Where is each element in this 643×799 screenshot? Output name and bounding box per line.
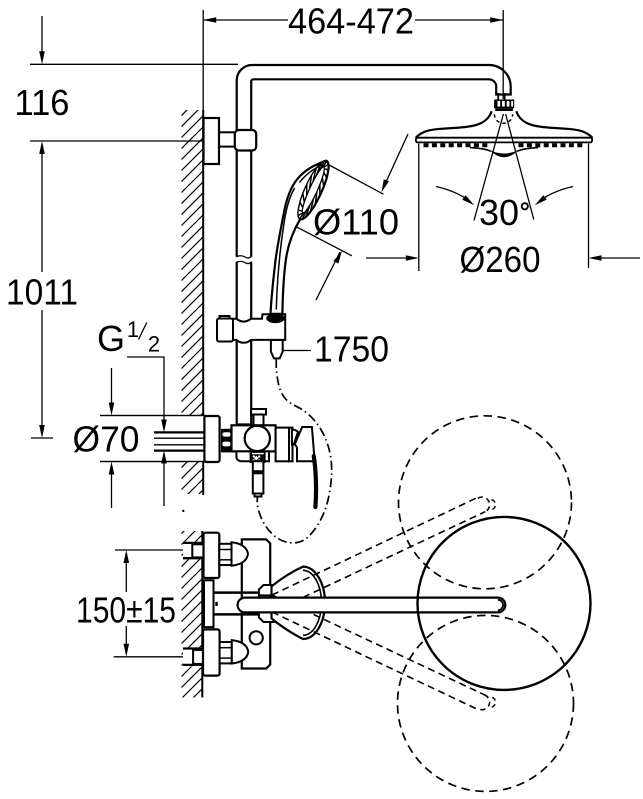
- svg-text:464-472: 464-472: [288, 1, 414, 42]
- svg-text:Ø110: Ø110: [313, 202, 399, 243]
- svg-text:1: 1: [127, 317, 139, 342]
- svg-text:150±15: 150±15: [76, 590, 176, 631]
- svg-text:1750: 1750: [314, 329, 389, 370]
- svg-text:2: 2: [148, 332, 160, 357]
- svg-text:116: 116: [15, 82, 70, 123]
- svg-text:30: 30: [479, 192, 519, 233]
- svg-text:G: G: [97, 318, 125, 359]
- svg-text:1011: 1011: [6, 272, 78, 313]
- svg-text:Ø70: Ø70: [73, 419, 140, 460]
- svg-text:Ø260: Ø260: [460, 239, 541, 280]
